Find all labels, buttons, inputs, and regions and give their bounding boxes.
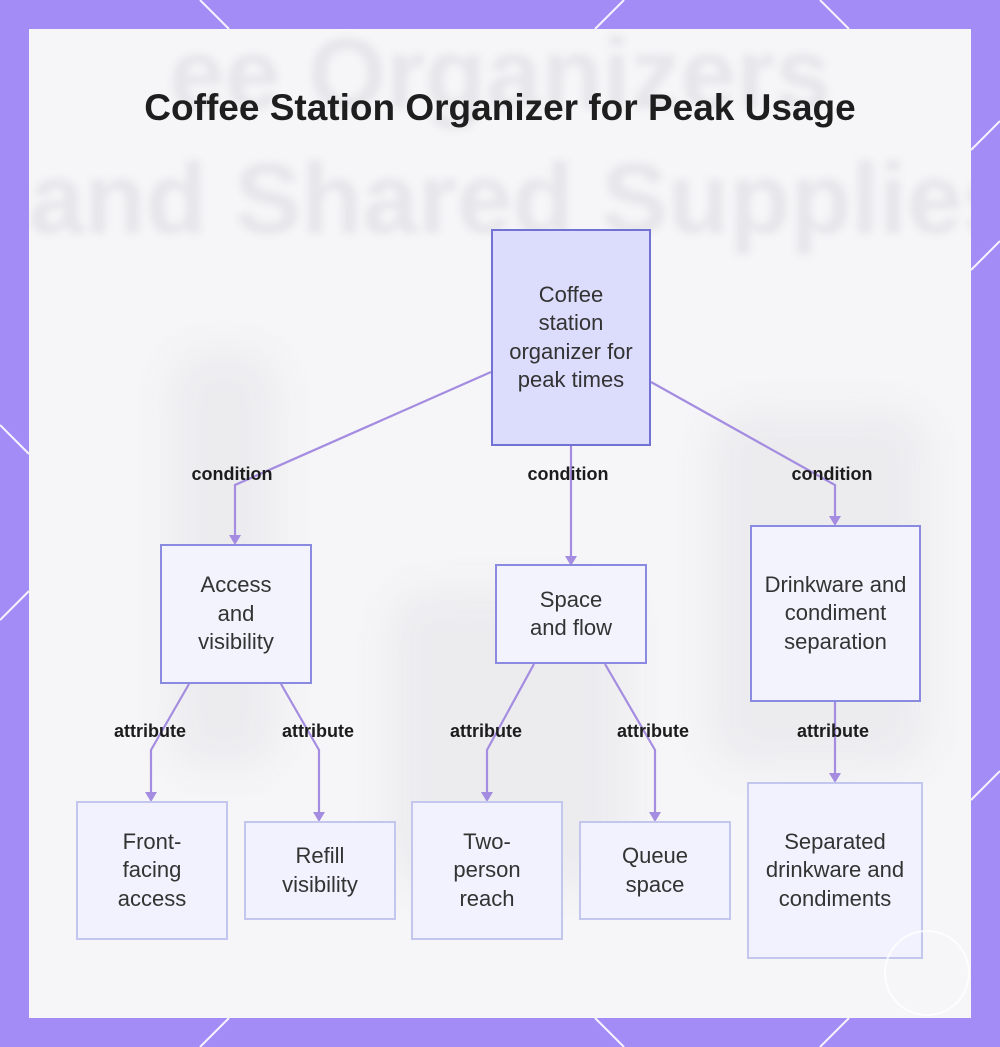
watermark-logo-icon [884,930,970,1016]
edge-label-condition-middle: condition [527,464,609,484]
edge-space-two [485,663,535,792]
arrowhead [565,556,577,566]
arrowhead [829,516,841,526]
arrowhead [313,812,325,822]
edge-label-attribute-two-person: attribute [450,721,522,741]
node-space-flow[interactable]: Space and flow [495,564,647,664]
edge-root-drinkware [650,381,837,516]
node-refill-visibility[interactable]: Refill visibility [244,821,396,920]
edge-access-refill [280,683,321,812]
node-separated-drinkware[interactable]: Separated drinkware and condiments [747,782,923,959]
node-drinkware-separation[interactable]: Drinkware and condiment separation [750,525,921,702]
edge-space-queue [604,663,657,812]
edge-label-attribute-refill: attribute [282,721,354,741]
node-access-visibility[interactable]: Access and visibility [160,544,312,684]
arrowhead [649,812,661,822]
arrowhead [829,773,841,783]
background-text-line-1: ee Organizers [169,29,831,130]
edge-access-front [149,683,190,792]
edge-root-access [233,370,492,535]
node-front-facing-access[interactable]: Front-facing access [76,801,228,940]
edge-label-attribute-front: attribute [114,721,186,741]
page-title: Coffee Station Organizer for Peak Usage [144,87,856,128]
edge-label-attribute-queue: attribute [617,721,689,741]
arrowhead [229,535,241,545]
arrowhead [145,792,157,802]
edge-label-attribute-separated: attribute [797,721,869,741]
node-root[interactable]: Coffee station organizer for peak times [491,229,651,446]
node-two-person-reach[interactable]: Two-person reach [411,801,563,940]
edge-label-condition-right: condition [791,464,873,484]
edge-label-condition-left: condition [191,464,273,484]
arrowhead [481,792,493,802]
node-queue-space[interactable]: Queue space [579,821,731,920]
